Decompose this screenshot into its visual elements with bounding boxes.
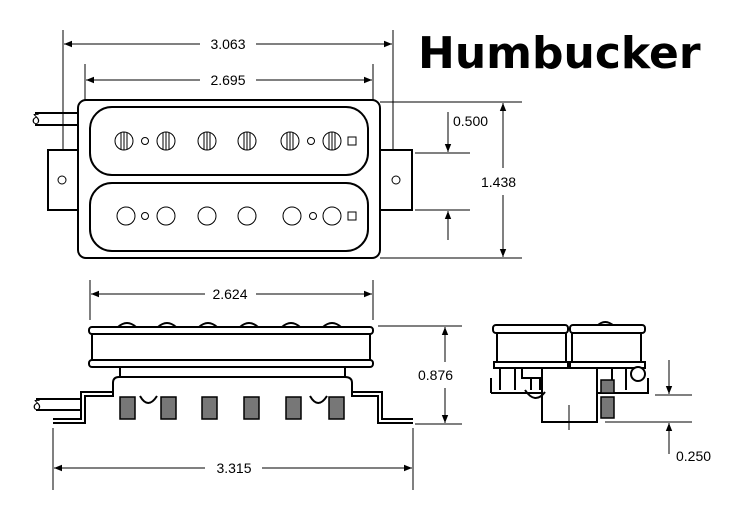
slug-poles	[116, 206, 357, 226]
screw-heads	[117, 322, 342, 328]
dim-overall-length: 3.063	[210, 36, 245, 52]
lead-wire	[36, 398, 80, 411]
bobbin-flange	[492, 324, 569, 334]
wire-end-icon: δ	[33, 397, 41, 413]
diagram-title: Humbucker	[418, 28, 701, 79]
magnet-block	[600, 379, 615, 394]
mount-hole	[57, 175, 67, 185]
wire-loop	[630, 366, 646, 382]
dim-bobbin-length: 2.624	[212, 286, 247, 302]
magnet-blocks	[119, 396, 345, 420]
coil-wire	[139, 395, 328, 404]
bobbin-flange	[493, 361, 569, 369]
spacer	[119, 366, 346, 378]
end-view: 0.250	[490, 321, 711, 464]
bobbin-flange	[569, 361, 646, 369]
bobbin-slug	[89, 182, 369, 252]
center-block	[541, 367, 598, 423]
bobbin-flange	[569, 324, 646, 334]
bobbin-side	[496, 332, 567, 363]
screw-poles	[114, 131, 357, 151]
mount-hole	[391, 175, 401, 185]
bobbin-screw	[89, 106, 369, 176]
dim-body-length: 2.695	[210, 72, 245, 88]
bobbin-side	[571, 332, 642, 363]
coil-wire	[524, 389, 546, 399]
bobbin-side	[91, 333, 371, 361]
dim-baseplate-length: 3.315	[216, 460, 251, 476]
top-view: 3.063 2.695 δ	[32, 30, 522, 259]
base-frame	[490, 368, 649, 394]
dim-pole-offset: 0.500	[453, 113, 488, 129]
bobbin-flange-top	[88, 326, 374, 335]
mounting-ear-right	[375, 149, 413, 211]
wire-end-icon: δ	[32, 111, 40, 127]
pickup-body	[77, 99, 381, 259]
dim-height: 0.876	[418, 367, 453, 383]
lead-wire	[35, 112, 85, 126]
baseplate-inner	[53, 391, 413, 420]
baseplate	[53, 376, 413, 424]
side-view: 2.624 δ 0.876 3.315	[33, 280, 462, 490]
dim-leg-height: 0.250	[676, 448, 711, 464]
bobbin-flange-bottom	[88, 359, 374, 368]
magnet-block	[600, 396, 615, 419]
dim-body-width: 1.438	[481, 174, 516, 190]
